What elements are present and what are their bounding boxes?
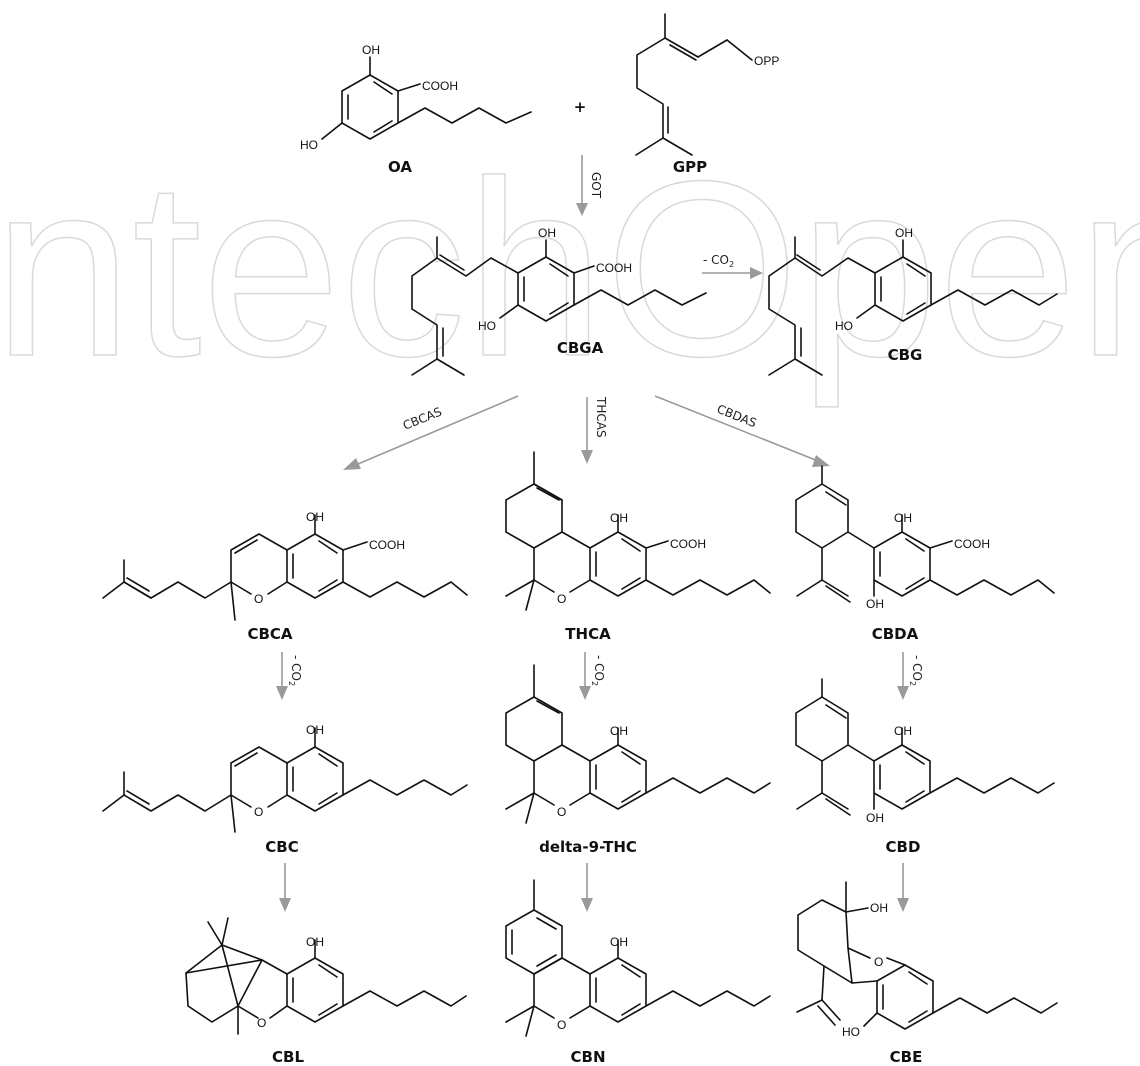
oh-label: OH <box>610 935 628 949</box>
decarb-label: - CO2 <box>287 655 303 686</box>
o-label: O <box>254 592 263 606</box>
oh-label: OH <box>362 43 380 57</box>
decarb-label: - CO2 <box>703 253 734 269</box>
label-cbga: CBGA <box>557 339 604 357</box>
enzyme-cbcas: CBCAS <box>401 405 444 433</box>
decarb-label: - CO2 <box>590 655 606 686</box>
molecule-cbl: O OH CBL <box>185 917 467 1066</box>
o-label: O <box>257 1016 266 1030</box>
molecule-thca: O OH COOH THCA <box>505 451 771 643</box>
molecule-oa: OH COOH HO OA <box>300 43 532 176</box>
molecule-cbda: OH COOH OH CBDA <box>795 465 1055 643</box>
oh-label: OH <box>870 901 888 915</box>
o-label: O <box>254 805 263 819</box>
oh-label: OH <box>895 226 913 240</box>
o-label: O <box>557 1018 566 1032</box>
o-label: O <box>557 805 566 819</box>
oh-label: OH <box>538 226 556 240</box>
label-cbn: CBN <box>571 1048 606 1066</box>
cooh-label: COOH <box>670 537 706 551</box>
oh-label: OH <box>894 511 912 525</box>
arrow-got: GOT <box>576 155 603 216</box>
cooh-label: COOH <box>596 261 632 275</box>
oh-label: OH <box>306 935 324 949</box>
label-cbc: CBC <box>265 838 298 856</box>
molecule-cbd: OH OH CBD <box>795 678 1055 856</box>
oh-label: OH <box>306 723 324 737</box>
molecule-cbga: OH COOH HO CBGA <box>411 226 707 376</box>
oh-label: OH <box>306 510 324 524</box>
molecule-cbg: OH HO CBG <box>768 226 1058 376</box>
ho-label: HO <box>835 319 853 333</box>
ho-label: HO <box>478 319 496 333</box>
oh-label: OH <box>610 511 628 525</box>
cooh-label: COOH <box>422 79 458 93</box>
molecule-cbn: O OH CBN <box>505 879 771 1066</box>
watermark-text: IntechOpen <box>0 129 1140 408</box>
plus-sign: + <box>574 98 587 116</box>
enzyme-got: GOT <box>589 172 603 199</box>
oh-label: OH <box>610 724 628 738</box>
arrow-thc-to-cbn <box>581 863 593 912</box>
label-oa: OA <box>388 158 412 176</box>
molecule-delta9thc: O OH delta-9-THC <box>505 664 771 856</box>
cooh-label: COOH <box>954 537 990 551</box>
arrow-cbca-to-cbc: - CO2 <box>276 652 303 700</box>
label-cbe: CBE <box>890 1048 923 1066</box>
label-gpp: GPP <box>673 158 707 176</box>
label-thca: THCA <box>565 625 611 643</box>
label-cbl: CBL <box>272 1048 304 1066</box>
o-label: O <box>874 955 883 969</box>
arrow-cbga-to-cbg: - CO2 <box>702 253 763 279</box>
cooh-label: COOH <box>369 538 405 552</box>
arrow-cbc-to-cbl <box>279 863 291 912</box>
oh-label: OH <box>866 597 884 611</box>
arrow-thca-to-thc: - CO2 <box>579 652 606 700</box>
ho-label: HO <box>300 138 318 152</box>
ho-label: HO <box>842 1025 860 1039</box>
oh-label: OH <box>866 811 884 825</box>
arrow-thcas: THCAS <box>581 396 608 464</box>
label-delta9thc: delta-9-THC <box>539 838 637 856</box>
molecule-cbc: O OH CBC <box>102 723 468 856</box>
o-label: O <box>557 592 566 606</box>
label-cbg: CBG <box>888 346 923 364</box>
oh-label: OH <box>894 724 912 738</box>
molecule-gpp: OPP GPP <box>635 13 779 176</box>
decarb-label: - CO2 <box>908 655 924 686</box>
arrow-cbda-to-cbd: - CO2 <box>897 652 924 700</box>
molecule-cbca: O OH COOH CBCA <box>102 510 468 643</box>
label-cbca: CBCA <box>247 625 292 643</box>
label-cbda: CBDA <box>872 625 919 643</box>
arrow-cbd-to-cbe <box>897 863 909 912</box>
molecule-cbe: O OH HO CBE <box>796 881 1058 1066</box>
label-cbd: CBD <box>886 838 921 856</box>
opp-label: OPP <box>754 54 779 68</box>
enzyme-thcas: THCAS <box>594 396 608 438</box>
